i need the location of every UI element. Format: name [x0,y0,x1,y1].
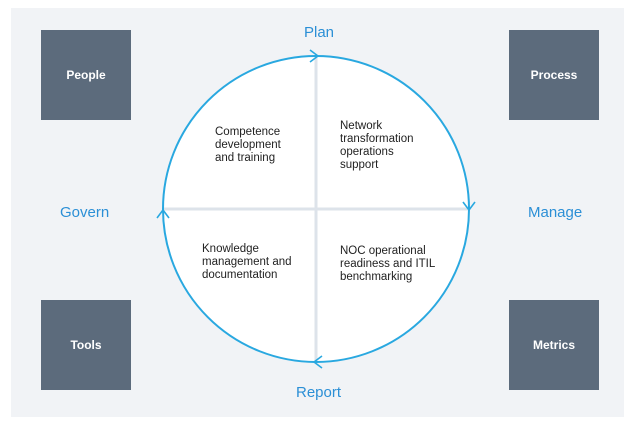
process-label: Process [530,68,578,82]
govern-arrow-icon [156,208,170,219]
report-label: Report [296,384,342,401]
quadrant-top-left-text: Competence development and training [215,126,281,164]
manage-arrow-icon [462,201,476,212]
process-box: Process [509,30,599,120]
govern-label: Govern [60,204,110,221]
metrics-box: Metrics [509,300,599,390]
quadrant-bottom-left-text: Knowledge management and documentation [202,243,292,281]
report-arrow-icon [312,355,323,369]
metrics-label: Metrics [532,338,576,352]
people-label: People [66,68,106,82]
tools-label: Tools [70,338,102,352]
people-box: People [41,30,131,120]
plan-label: Plan [304,24,335,41]
quadrant-top-right-text: Network transformation operations suppor… [340,120,414,171]
manage-label: Manage [528,204,583,221]
plan-arrow-icon [309,49,320,63]
tools-box: Tools [41,300,131,390]
quadrant-bottom-right-text: NOC operational readiness and ITIL bench… [340,245,436,283]
